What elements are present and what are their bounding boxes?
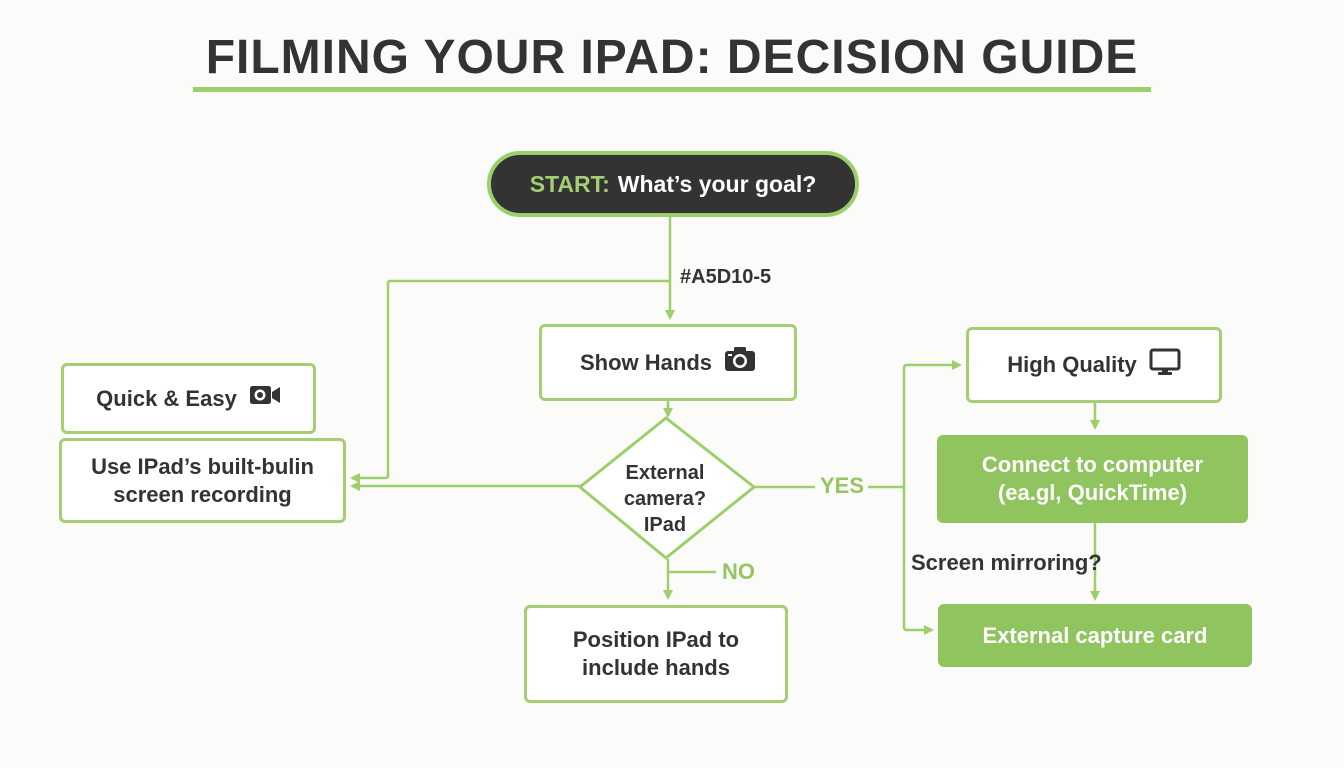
show-hands-label: Show Hands bbox=[579, 349, 712, 375]
builtin-recording-node: Use IPad’s built-bulin screen recording bbox=[59, 438, 346, 523]
capture-card-label: External capture card bbox=[982, 622, 1208, 648]
high-quality-label: High Quality bbox=[1007, 352, 1137, 377]
position-ipad-line2: include hands bbox=[582, 655, 730, 680]
no-label: NO bbox=[722, 559, 755, 584]
position-ipad-line1: Position IPad to bbox=[572, 627, 740, 652]
connect-computer-line2: (ea.gl, QuickTime) bbox=[997, 480, 1188, 505]
camera-icon bbox=[724, 346, 756, 379]
high-quality-node: High Quality bbox=[966, 327, 1222, 403]
position-ipad-node: Position IPad to include hands bbox=[524, 605, 788, 703]
yes-label: YES bbox=[820, 473, 865, 498]
decision-diamond bbox=[577, 416, 757, 560]
quick-easy-node: Quick & Easy bbox=[61, 363, 316, 434]
edge-yes-to-capture-card bbox=[902, 487, 934, 635]
builtin-recording-line1: Use IPad’s built-bulin bbox=[91, 453, 314, 479]
start-node: START: What’s your goal? bbox=[487, 151, 859, 217]
monitor-icon bbox=[1149, 348, 1181, 383]
connect-computer-node: Connect to computer (ea.gl, QuickTime) bbox=[937, 435, 1248, 523]
external-camera-question: External camera? IPad bbox=[605, 460, 725, 538]
screen-mirroring-label: Screen mirroring? bbox=[911, 550, 1102, 575]
video-camera-icon bbox=[249, 384, 281, 413]
connect-computer-line1: Connect to computer bbox=[981, 452, 1204, 477]
external-camera-line2: camera? bbox=[623, 488, 707, 510]
show-hands-node: Show Hands bbox=[539, 324, 797, 401]
title-underline bbox=[193, 87, 1151, 92]
edge-start-to-builtin bbox=[350, 279, 670, 483]
edge-label-top: #A5D10-5 bbox=[680, 266, 772, 288]
builtin-recording-line2: screen recording bbox=[113, 481, 292, 507]
start-text: What’s your goal? bbox=[617, 171, 817, 197]
quick-easy-label: Quick & Easy bbox=[96, 385, 237, 411]
page-title: FILMING YOUR IPAD: DECISION GUIDE bbox=[205, 31, 1139, 84]
start-prefix: START: bbox=[529, 171, 610, 197]
external-camera-line1: External bbox=[625, 462, 705, 484]
external-camera-line3: IPad bbox=[643, 514, 687, 536]
capture-card-node: External capture card bbox=[938, 604, 1252, 667]
edge-yes-to-high-quality bbox=[902, 360, 962, 487]
